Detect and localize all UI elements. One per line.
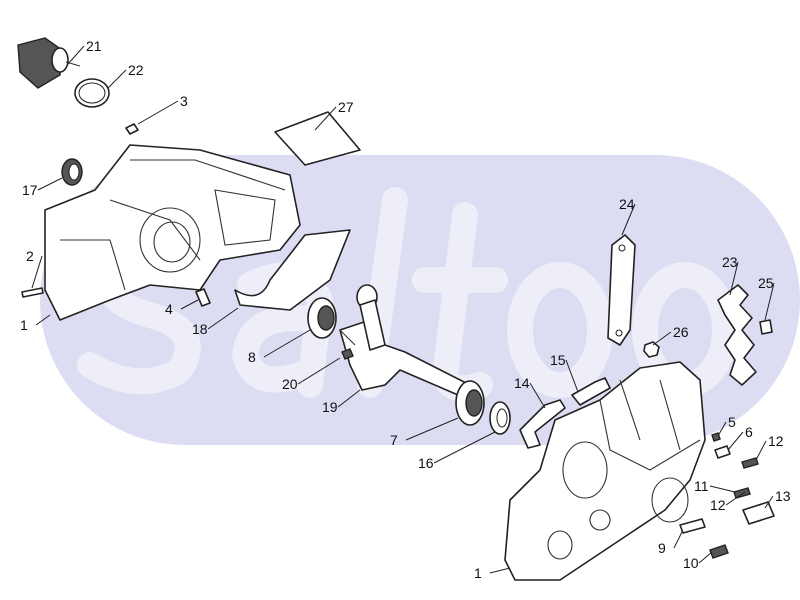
callout-4: 4 bbox=[165, 301, 173, 317]
part-8-bearing bbox=[307, 297, 337, 339]
leader-line bbox=[565, 359, 579, 393]
part-12-top bbox=[741, 457, 759, 469]
callout-19: 19 bbox=[322, 399, 338, 415]
part-2-screw bbox=[21, 287, 44, 298]
leader-line bbox=[727, 431, 744, 451]
callout-14: 14 bbox=[514, 375, 530, 391]
part-13-pin bbox=[742, 501, 775, 525]
part-15-fitting bbox=[571, 377, 611, 406]
leader-line bbox=[673, 531, 683, 549]
callout-25: 25 bbox=[758, 275, 774, 291]
part-22-oring bbox=[74, 78, 110, 108]
callout-22: 22 bbox=[128, 62, 144, 78]
leader-line bbox=[709, 485, 736, 493]
leader-line bbox=[207, 307, 239, 330]
callout-12: 12 bbox=[710, 497, 726, 513]
leader-line bbox=[297, 357, 341, 385]
leader-line bbox=[67, 45, 85, 65]
leader-line bbox=[35, 314, 51, 326]
part-19-crankshaft bbox=[339, 284, 471, 399]
leader-line bbox=[337, 389, 361, 408]
crankcase-right-half bbox=[504, 361, 706, 581]
leader-line bbox=[621, 203, 636, 236]
callout-3: 3 bbox=[180, 93, 188, 109]
callout-8: 8 bbox=[248, 349, 256, 365]
leader-line bbox=[37, 177, 63, 191]
part-21 bbox=[17, 37, 81, 89]
leader-line bbox=[717, 421, 727, 437]
part-20-key bbox=[341, 348, 354, 360]
callout-24: 24 bbox=[619, 196, 635, 212]
leader-line bbox=[652, 331, 672, 346]
callout-11: 11 bbox=[694, 478, 709, 494]
leader-line bbox=[263, 329, 311, 358]
leader-line bbox=[489, 567, 511, 574]
part-4-pin bbox=[195, 288, 211, 307]
callout-27: 27 bbox=[338, 99, 354, 115]
part-18-gasket bbox=[234, 229, 351, 311]
callout-2: 2 bbox=[26, 248, 34, 264]
part-3 bbox=[125, 123, 139, 135]
leader-line bbox=[405, 417, 459, 441]
callout-1: 1 bbox=[20, 317, 28, 333]
leader-line bbox=[529, 382, 546, 409]
callout-20: 20 bbox=[282, 376, 298, 392]
callout-7: 7 bbox=[390, 432, 398, 448]
callout-16: 16 bbox=[418, 455, 434, 471]
leader-line bbox=[137, 100, 179, 125]
callout-17: 17 bbox=[22, 182, 38, 198]
part-10-screw bbox=[709, 544, 729, 559]
part-7-bearing bbox=[455, 380, 485, 426]
part-14-tube bbox=[519, 399, 566, 449]
part-6 bbox=[714, 445, 731, 459]
callout-1: 1 bbox=[474, 565, 482, 581]
part-25-screw bbox=[759, 319, 773, 335]
callout-15: 15 bbox=[550, 352, 566, 368]
part-24-bracket bbox=[607, 234, 636, 346]
callout-13: 13 bbox=[775, 488, 791, 504]
part-12-bottom bbox=[733, 487, 751, 499]
crankcase-left-half bbox=[44, 144, 301, 321]
leader-line bbox=[180, 299, 199, 310]
leader-line bbox=[31, 255, 43, 289]
leader-line bbox=[107, 69, 127, 89]
callout-21: 21 bbox=[86, 38, 102, 54]
leader-line bbox=[764, 282, 775, 321]
callout-23: 23 bbox=[722, 254, 738, 270]
leader-line bbox=[433, 431, 496, 464]
callout-10: 10 bbox=[683, 555, 699, 571]
part-17-seal bbox=[61, 158, 83, 186]
part-27-gasket bbox=[274, 111, 361, 166]
leader-line bbox=[764, 495, 774, 509]
leader-line bbox=[698, 551, 713, 564]
part-16-seal bbox=[489, 401, 511, 435]
callout-18: 18 bbox=[192, 321, 208, 337]
callout-5: 5 bbox=[728, 414, 736, 430]
part-23-bumper-spike bbox=[717, 284, 757, 386]
part-9-screw bbox=[679, 518, 706, 534]
callout-6: 6 bbox=[745, 424, 753, 440]
callout-12: 12 bbox=[768, 433, 784, 449]
leader-line bbox=[729, 261, 739, 296]
part-26-nut bbox=[643, 341, 660, 358]
leader-line bbox=[314, 106, 337, 131]
callout-26: 26 bbox=[673, 324, 689, 340]
leader-line bbox=[755, 440, 767, 461]
leader-line bbox=[725, 491, 746, 506]
callout-9: 9 bbox=[658, 540, 666, 556]
